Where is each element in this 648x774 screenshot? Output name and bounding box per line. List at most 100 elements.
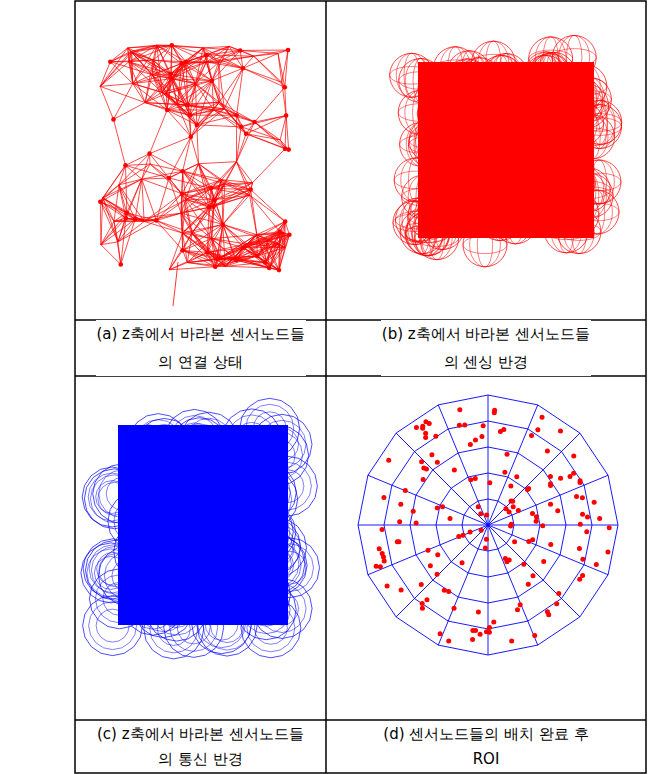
range-ring: [192, 426, 225, 459]
link-line: [119, 165, 126, 184]
link-line: [121, 218, 126, 264]
link-line: [182, 233, 183, 250]
sensor-dot: [502, 470, 507, 475]
sphere-meridian: [485, 197, 516, 241]
link-line: [177, 81, 212, 105]
link-line: [156, 200, 185, 221]
link-line: [103, 165, 126, 197]
sensor-dot: [267, 266, 272, 271]
figure-caption: (b) z축에서 바라본 센서노드들의 센싱 반경: [381, 320, 591, 376]
link-line: [100, 84, 133, 87]
sensor-dot: [239, 125, 244, 130]
sensor-dot: [210, 78, 215, 83]
sphere-meridian: [494, 55, 509, 99]
sphere-meridian: [519, 115, 550, 159]
link-line: [167, 109, 214, 110]
sphere-outline: [552, 35, 596, 79]
sensor-dot: [577, 546, 582, 551]
sensor-dot: [414, 425, 419, 430]
sphere-outline: [447, 51, 491, 95]
figure-caption: (a) z축에서 바라본 센서노드들의 연결 상태: [96, 320, 306, 376]
link-line: [183, 171, 215, 200]
figure-caption: (c) z축에서 바라본 센서노드들의 통신 반경: [96, 722, 306, 772]
link-line: [206, 50, 240, 62]
sensor-dot: [204, 53, 209, 58]
caption-cell: (b) z축에서 바라본 센서노드들의 센싱 반경: [327, 321, 645, 375]
range-ring: [106, 477, 139, 510]
link-line: [212, 81, 237, 116]
link-line: [199, 164, 215, 200]
sensor-dot: [124, 216, 129, 221]
link-line: [186, 200, 212, 239]
caption-cell: (d) 센서노드들의 배치 완료 후 ROI: [327, 721, 645, 772]
link-line: [236, 134, 246, 162]
sphere-parallel: [394, 171, 438, 189]
roi-spoke: [368, 525, 488, 575]
roi-spoke: [358, 525, 488, 526]
sensor-dot: [580, 512, 585, 517]
sphere-meridian: [492, 197, 507, 241]
link-line: [150, 110, 168, 154]
link-line: [177, 104, 224, 108]
link-line: [285, 87, 286, 115]
link-line: [206, 62, 218, 63]
sensor-dot: [483, 546, 488, 551]
link-line: [225, 248, 243, 267]
link-line: [241, 127, 280, 140]
sphere-meridian: [416, 175, 431, 219]
sensor-dot: [525, 487, 530, 492]
link-line: [125, 165, 126, 212]
sensor-dot: [468, 477, 473, 482]
sensor-dot: [558, 476, 563, 481]
sensor-dot: [597, 516, 602, 521]
sensor-dot: [277, 229, 282, 234]
sensor-dot: [427, 421, 432, 426]
range-ring: [180, 509, 240, 569]
link-line: [246, 134, 289, 150]
sphere-meridian: [481, 78, 496, 122]
sensor-dot: [221, 222, 226, 227]
range-ring: [241, 598, 301, 658]
sensor-dot: [541, 559, 546, 564]
link-line: [211, 188, 251, 189]
link-line: [243, 248, 279, 270]
sensor-dot: [377, 546, 382, 551]
sensor-dot: [585, 514, 590, 519]
sphere-parallel: [467, 160, 511, 178]
roi-ring: [358, 395, 618, 655]
link-line: [100, 86, 145, 102]
link-line: [236, 162, 252, 183]
sphere-meridian: [509, 102, 540, 146]
link-line: [240, 50, 278, 53]
sensor-dot: [584, 529, 589, 534]
sphere-parallel: [390, 67, 434, 85]
sensor-dot: [283, 85, 288, 90]
sphere-meridian: [539, 52, 554, 96]
sensor-dot: [594, 562, 599, 567]
sensor-dot: [457, 407, 462, 412]
sphere-outline: [433, 47, 477, 91]
sensor-dot: [248, 187, 253, 192]
sphere-parallel: [435, 179, 479, 197]
sensor-dot: [580, 495, 585, 500]
range-ring: [262, 439, 295, 472]
link-line: [100, 86, 113, 119]
range-ring: [214, 569, 262, 617]
range-ring: [223, 442, 271, 490]
sphere-meridian: [583, 174, 598, 218]
range-ring: [134, 578, 194, 638]
sensor-dot: [207, 205, 212, 210]
sphere-meridian: [517, 101, 548, 145]
link-line: [243, 233, 283, 248]
range-ring: [159, 516, 219, 576]
link-line: [235, 258, 279, 270]
sphere-parallel: [533, 189, 577, 207]
link-line: [236, 162, 250, 190]
link-line: [215, 258, 234, 267]
link-line: [119, 185, 144, 222]
sphere-meridian: [542, 54, 557, 98]
range-ring: [95, 575, 143, 623]
link-line: [199, 164, 225, 184]
roi-spoke: [438, 525, 488, 645]
